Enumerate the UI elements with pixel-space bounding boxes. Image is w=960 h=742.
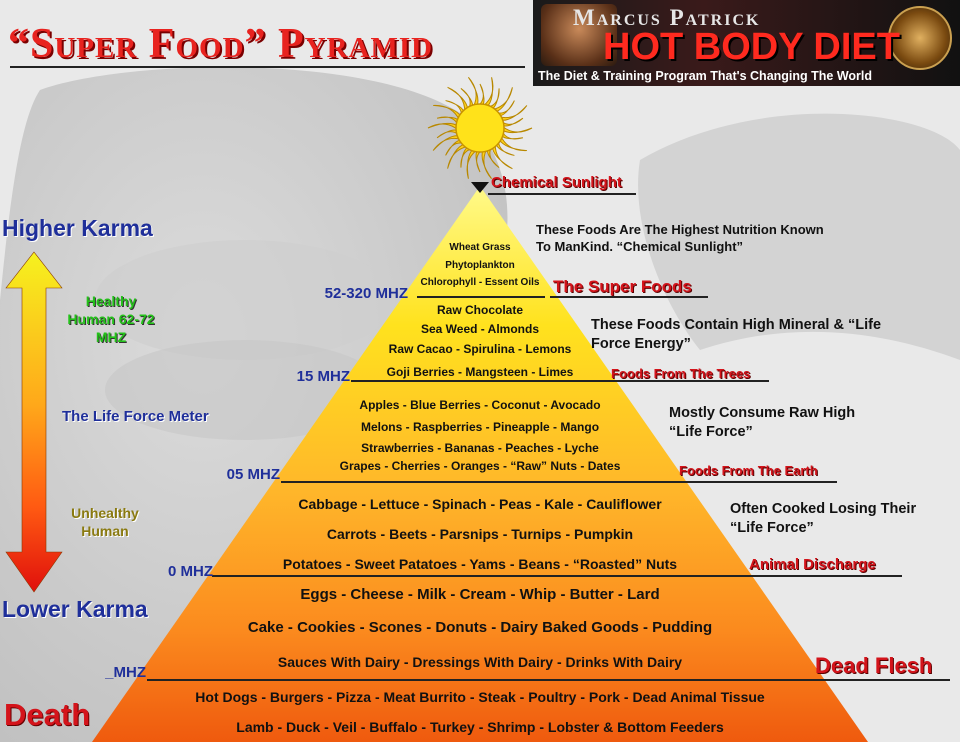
food-line: Chlorophyll - Essent Oils [420, 277, 540, 288]
frequency-label: 05 MHZ [226, 466, 280, 483]
food-line: Carrots - Beets - Parsnips - Turnips - P… [326, 526, 634, 542]
food-line: Hot Dogs - Burgers - Pizza - Meat Burrit… [195, 689, 765, 705]
tier-category: Animal Discharge [749, 556, 876, 573]
tier-category: The Super Foods [553, 277, 692, 296]
food-line: Melons - Raspberries - Pineapple - Mango [360, 420, 600, 434]
sun-ray [433, 104, 462, 122]
tier-description: These Foods Contain High Mineral & “Life… [591, 317, 882, 352]
food-line: Potatoes - Sweet Patatoes - Yams - Beans… [282, 556, 678, 572]
sun-ray [466, 148, 479, 179]
death-label: Death [4, 697, 91, 732]
food-line: Sauces With Dairy - Dressings With Dairy… [277, 654, 683, 670]
sun-ray [475, 149, 484, 173]
page-title: “Super Food” Pyramid [8, 21, 434, 67]
food-line: Phytoplankton [445, 260, 515, 271]
title-underline [10, 66, 525, 68]
higher-karma-label: Higher Karma [2, 215, 153, 241]
food-line: Raw Chocolate [436, 303, 524, 317]
category-underline [609, 380, 769, 382]
food-line: Sea Weed - Almonds [420, 322, 540, 336]
food-line: Goji Berries - Mangsteen - Limes [386, 365, 574, 379]
frequency-label: 15 MHZ [296, 368, 350, 385]
tier-description: Mostly Consume Raw High “Life Force” [669, 405, 856, 440]
tier-category: Dead Flesh [815, 653, 933, 678]
food-line: Strawberries - Bananas - Peaches - Lyche [361, 441, 599, 455]
tier-category: Foods From The Trees [611, 366, 751, 381]
sun-ray [476, 83, 485, 107]
lower-karma-label: Lower Karma [2, 596, 148, 622]
seal-icon [888, 6, 952, 70]
food-line: Cabbage - Lettuce - Spinach - Peas - Kal… [298, 496, 662, 512]
tier-description: These Foods Are The Highest Nutrition Kn… [536, 222, 824, 254]
food-line: Lamb - Duck - Veil - Buffalo - Turkey - … [236, 719, 724, 735]
healthy-human-label: Healthy Human 62-72 MHZ [67, 293, 155, 345]
frequency-label: _MHZ [105, 664, 146, 681]
food-line: Eggs - Cheese - Milk - Cream - Whip - Bu… [300, 586, 660, 603]
category-underline [746, 575, 902, 577]
food-line: Cake - Cookies - Scones - Donuts - Dairy… [247, 619, 713, 636]
category-underline [550, 296, 708, 298]
food-line: Grapes - Cherries - Oranges - “Raw” Nuts… [339, 459, 621, 473]
brand-subtitle: Marcus Patrick [573, 5, 761, 30]
sun-ray [501, 124, 533, 134]
food-line: Raw Cacao - Spirulina - Lemons [388, 342, 572, 356]
brand-tagline: The Diet & Training Program That's Chang… [538, 69, 873, 83]
sun-icon [427, 76, 533, 180]
food-line: Wheat Grass [449, 242, 511, 253]
unhealthy-human-label: Unhealthy Human [71, 505, 139, 539]
apex-underline [488, 193, 636, 195]
frequency-label: 0 MHZ [168, 563, 213, 580]
brand-title: Hot Body Diet [603, 26, 900, 68]
sun-ray [427, 122, 459, 132]
food-line: Apples - Blue Berries - Coconut - Avocad… [359, 398, 601, 412]
brand-banner [533, 0, 960, 86]
category-underline [677, 481, 837, 483]
sun-ray [481, 77, 494, 108]
tier-category: Foods From The Earth [679, 463, 818, 478]
apex-label: Chemical Sunlight [491, 174, 622, 191]
category-underline [812, 679, 950, 681]
frequency-label: 52-320 MHZ [324, 285, 408, 302]
sun-ray [498, 134, 527, 152]
model-photo-icon [541, 4, 617, 66]
life-force-meter-label: The Life Force Meter [62, 408, 209, 425]
tier-description: Often Cooked Losing Their “Life Force” [730, 501, 917, 536]
